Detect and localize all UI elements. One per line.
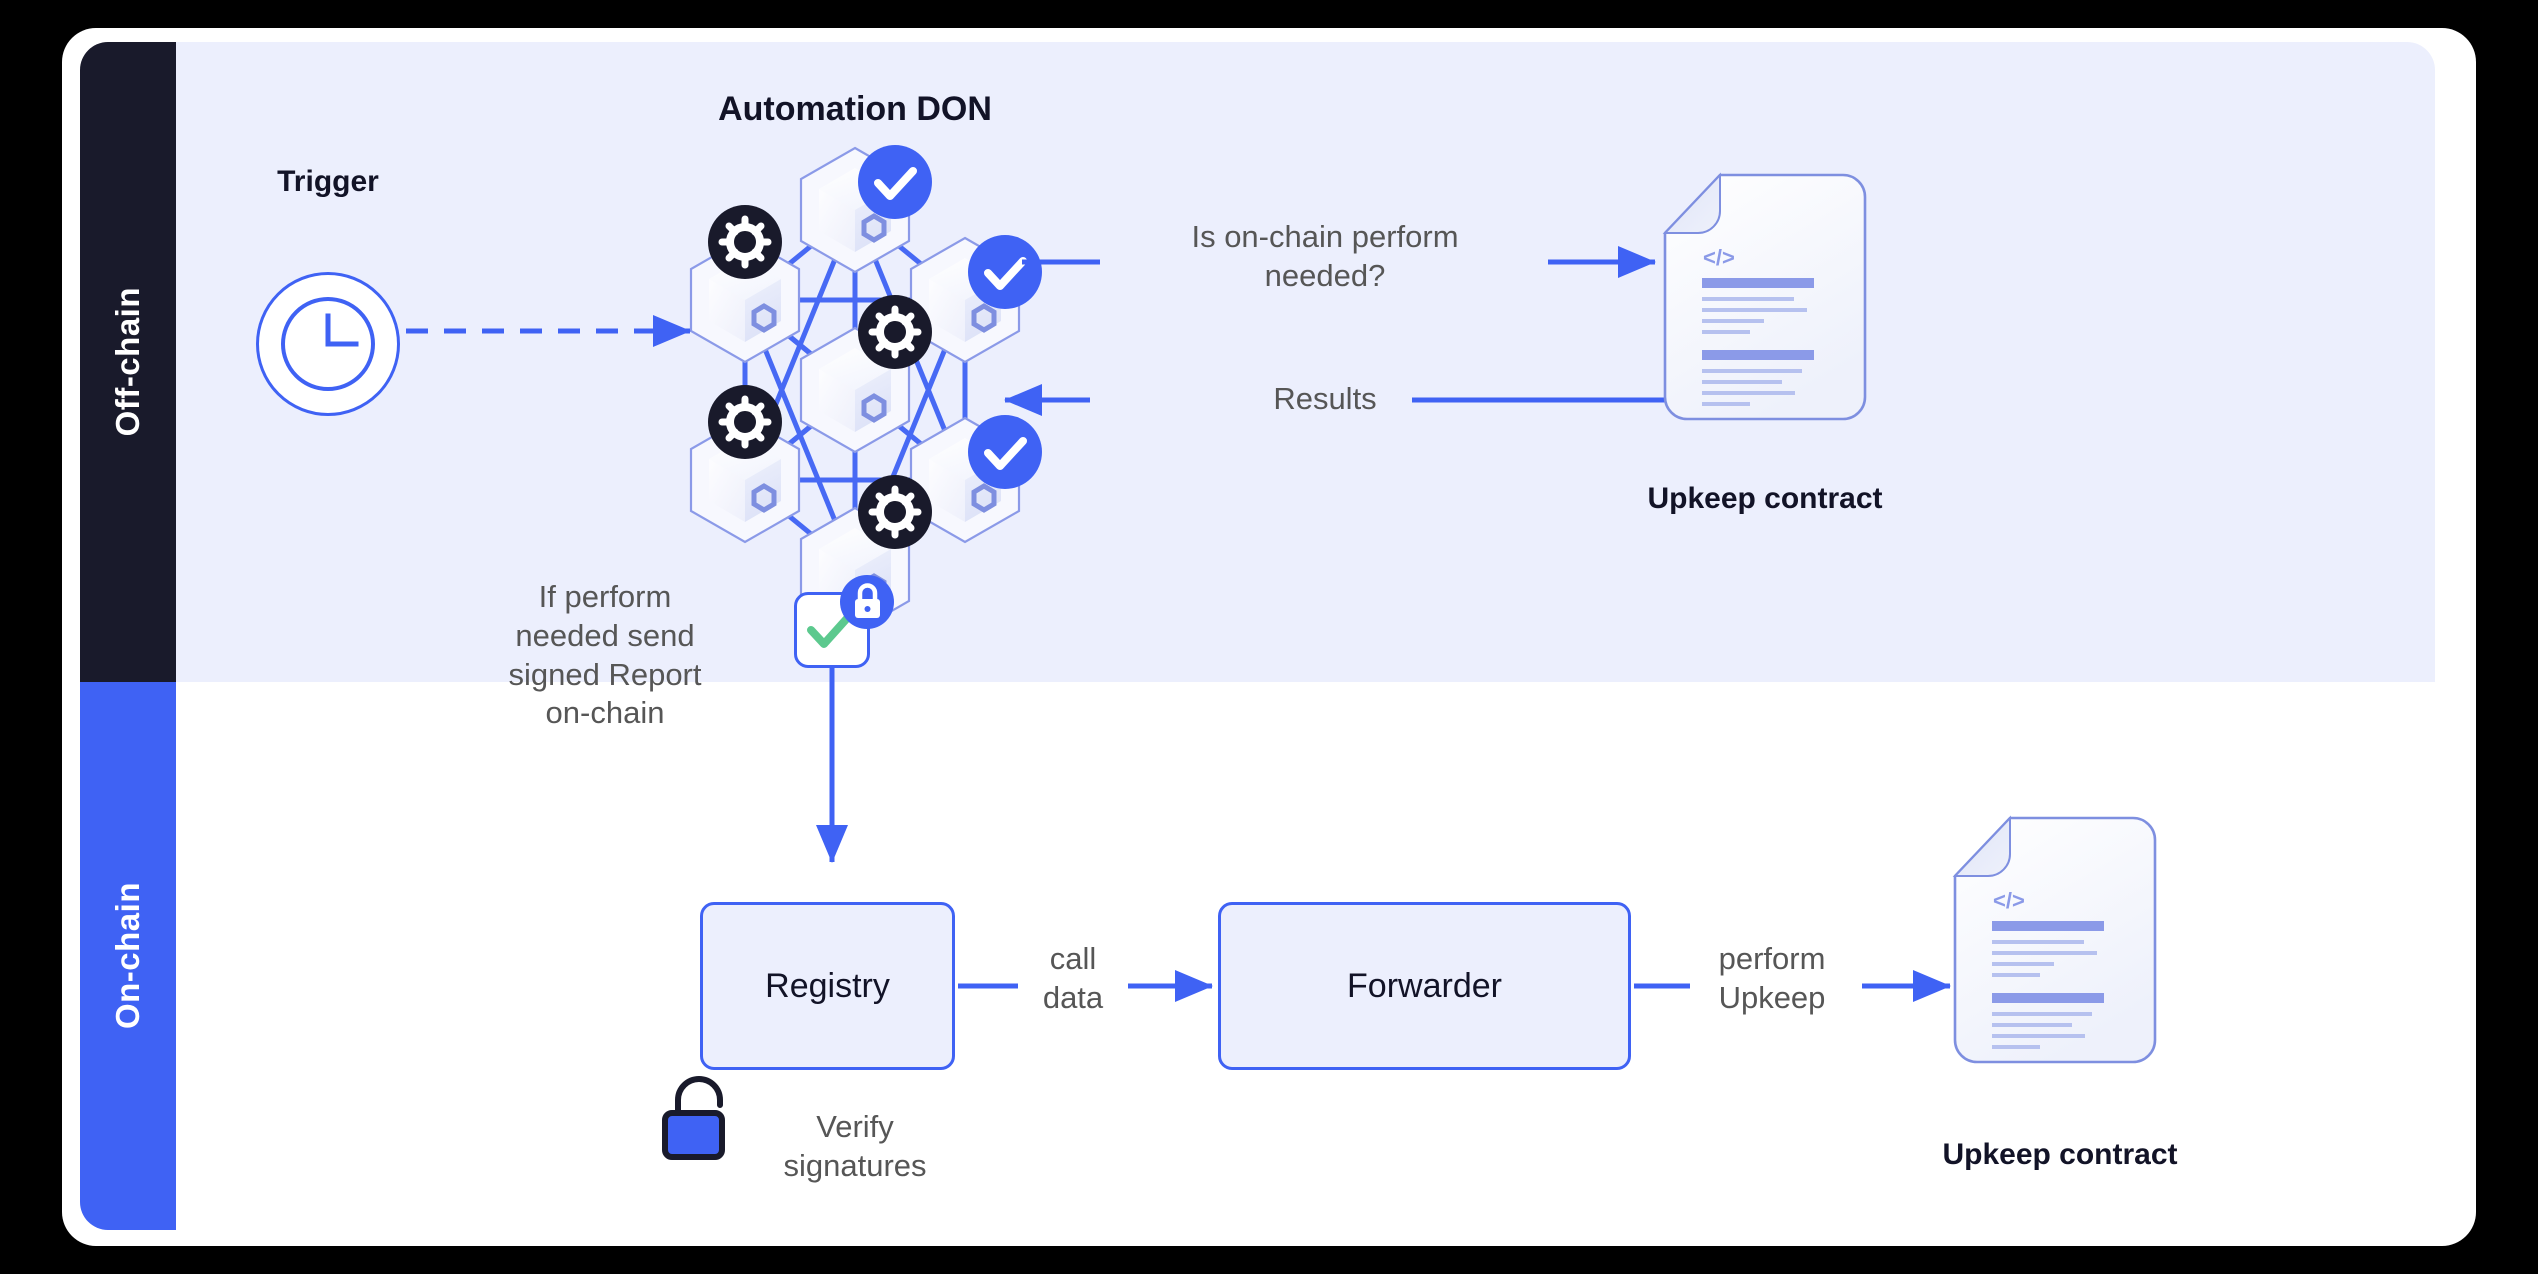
- upkeep-contract-onchain-label: Upkeep contract: [1942, 1138, 2178, 1171]
- sidebar-onchain-label: On-chain: [109, 882, 146, 1030]
- upkeep-contract-offchain-label: Upkeep contract: [1647, 482, 1883, 515]
- forwarder-label: Forwarder: [1347, 966, 1502, 1005]
- edge-label-results: Results: [1273, 381, 1377, 416]
- offchain-region: [175, 42, 2435, 682]
- edge-label-perform-upkeep: perform Upkeep: [1718, 941, 1826, 1015]
- lock-badge: [840, 575, 894, 629]
- don-title: Automation DON: [718, 90, 992, 128]
- sidebar-offchain: Off-chain: [80, 42, 176, 682]
- sidebar-onchain: On-chain: [80, 682, 176, 1230]
- forwarder-box[interactable]: Forwarder: [1218, 902, 1631, 1070]
- edge-label-is-perform-needed: Is on-chain perform needed?: [1191, 219, 1459, 293]
- registry-label: Registry: [765, 966, 890, 1005]
- registry-box[interactable]: Registry: [700, 902, 955, 1070]
- edge-label-signed-report: If perform needed send signed Report on-…: [508, 579, 702, 731]
- trigger-label: Trigger: [277, 165, 379, 198]
- trigger-clock-circle: [256, 272, 400, 416]
- sidebar-offchain-label: Off-chain: [109, 287, 146, 437]
- verify-signatures-label: Verify signatures: [783, 1109, 927, 1183]
- edge-label-call-data: call data: [1042, 941, 1104, 1015]
